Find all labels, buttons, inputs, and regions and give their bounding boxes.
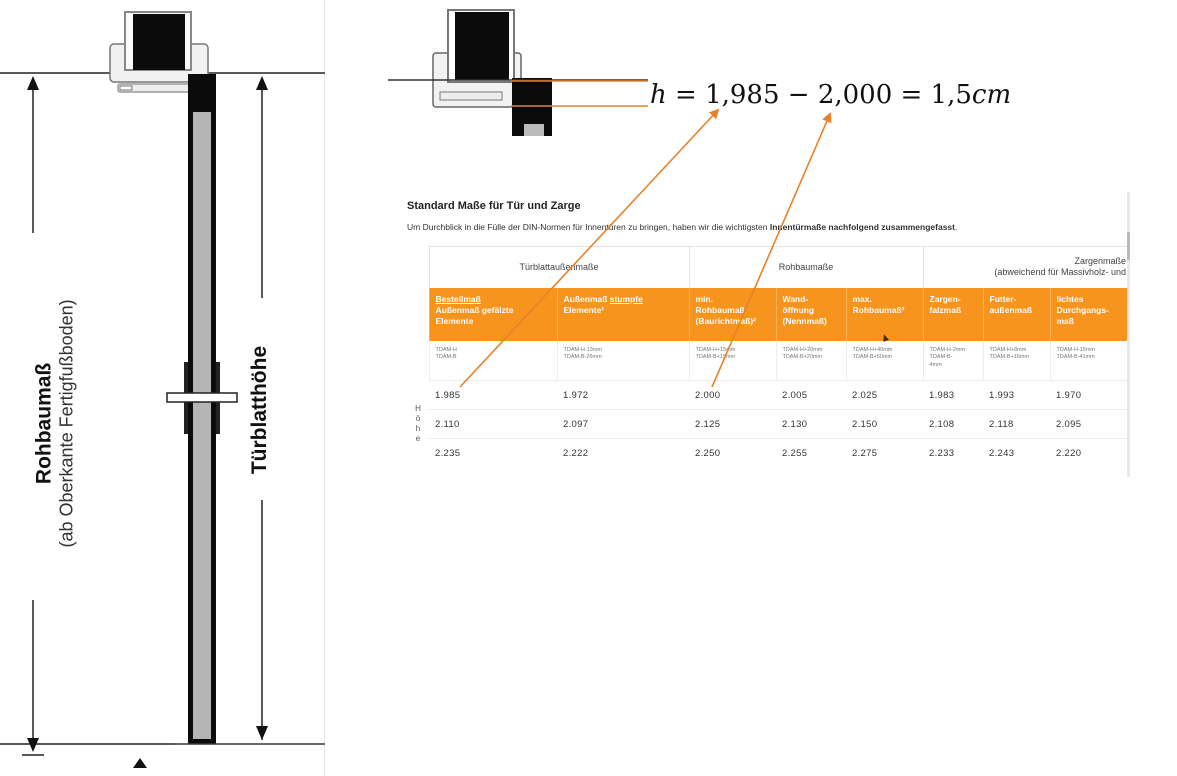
- floor-marker: [133, 758, 147, 768]
- formula-variable: h: [650, 80, 667, 110]
- table-cell: 2.118: [983, 409, 1050, 439]
- col-header-max-rohbaumass: max.Rohbaumaß³: [845, 287, 923, 341]
- table-cell: 2.108: [923, 409, 983, 439]
- group-header-row: Türblattaußenmaße Rohbaumaße Zargenmaße …: [407, 246, 1130, 288]
- table-cell: 2.235: [429, 438, 557, 468]
- table-cell: 2.125: [689, 409, 776, 439]
- door-dimension-table-panel: Standard Maße für Tür und Zarge Um Durch…: [405, 192, 1130, 477]
- table-cell: 2.110: [429, 409, 557, 439]
- table-cell: 2.000: [689, 380, 776, 410]
- table-cell: 2.250: [689, 438, 776, 468]
- door-leaf-panel: [193, 112, 211, 739]
- col-header-zargenfalzmass: Zargen-falzmaß: [922, 287, 983, 341]
- col-header-min-rohbaumass: min.Rohbaumaß(Baurichtmaß)²: [688, 287, 776, 341]
- group-tuerblatt: Türblattaußenmaße: [428, 246, 689, 288]
- scrollbar-thumb[interactable]: [1127, 232, 1130, 260]
- table-cell: 2.222: [557, 438, 689, 468]
- door-dimension-table: Türblattaußenmaße Rohbaumaße Zargenmaße …: [407, 246, 1130, 468]
- table-cell: 1.985: [429, 380, 557, 410]
- table-cell: 2.255: [776, 438, 846, 468]
- formula-unit: cm: [971, 80, 1012, 110]
- table-cell: 2.025: [846, 380, 923, 410]
- table-cell: 2.243: [983, 438, 1050, 468]
- table-cell: 1.983: [923, 380, 983, 410]
- table-cell: 1.993: [983, 380, 1050, 410]
- table-cell: 1.972: [557, 380, 689, 410]
- table-cell: 2.005: [776, 380, 846, 410]
- table-row: 2.110 2.097 2.125 2.130 2.150 2.108 2.11…: [407, 409, 1130, 439]
- table-cell: 2.150: [846, 409, 923, 439]
- table-cell: 1.970: [1050, 380, 1130, 410]
- table-cell: 2.220: [1050, 438, 1130, 468]
- door-frame-drawing: [0, 11, 325, 768]
- height-formula: h = 1,985 − 2,000 = 1,5cm: [650, 80, 1011, 110]
- table-cell: 2.095: [1050, 409, 1130, 439]
- table-cell: 2.233: [923, 438, 983, 468]
- door-frame-diagram: Rohbaumaß (ab Oberkante Fertigfußboden) …: [0, 0, 325, 776]
- table-intro: Um Durchblick in die Fülle der DIN-Norme…: [407, 222, 958, 232]
- group-rohbau: Rohbaumaße: [688, 246, 923, 288]
- formula-expression: = 1,985 − 2,000 = 1,5: [675, 80, 972, 110]
- door-handle: [166, 392, 238, 403]
- group-zargen: Zargenmaße (abweichend für Massivholz- u…: [922, 246, 1130, 288]
- rohbaumass-subtitle: (ab Oberkante Fertigfußboden): [56, 299, 77, 548]
- table-cell: 2.130: [776, 409, 846, 439]
- rohbaumass-label: Rohbaumaß (ab Oberkante Fertigfußboden): [33, 213, 78, 633]
- table-title: Standard Maße für Tür und Zarge: [407, 200, 581, 212]
- table-cell: 2.275: [846, 438, 923, 468]
- table-cell: 2.097: [557, 409, 689, 439]
- tuerblatthoehe-label: Türblatthöhe: [248, 345, 271, 475]
- floor-block-core: [133, 14, 185, 70]
- table-row: 2.235 2.222 2.250 2.255 2.275 2.233 2.24…: [407, 438, 1130, 468]
- scrollbar-track[interactable]: [1127, 192, 1130, 477]
- col-header-futteraussenmass: Futter-außenmaß: [982, 287, 1050, 341]
- floor-detail-drawing: [388, 9, 648, 136]
- col-header-wandoeffnung: Wand-öffnung(Nennmaß): [775, 287, 846, 341]
- rohbaumass-title: Rohbaumaß: [32, 362, 56, 485]
